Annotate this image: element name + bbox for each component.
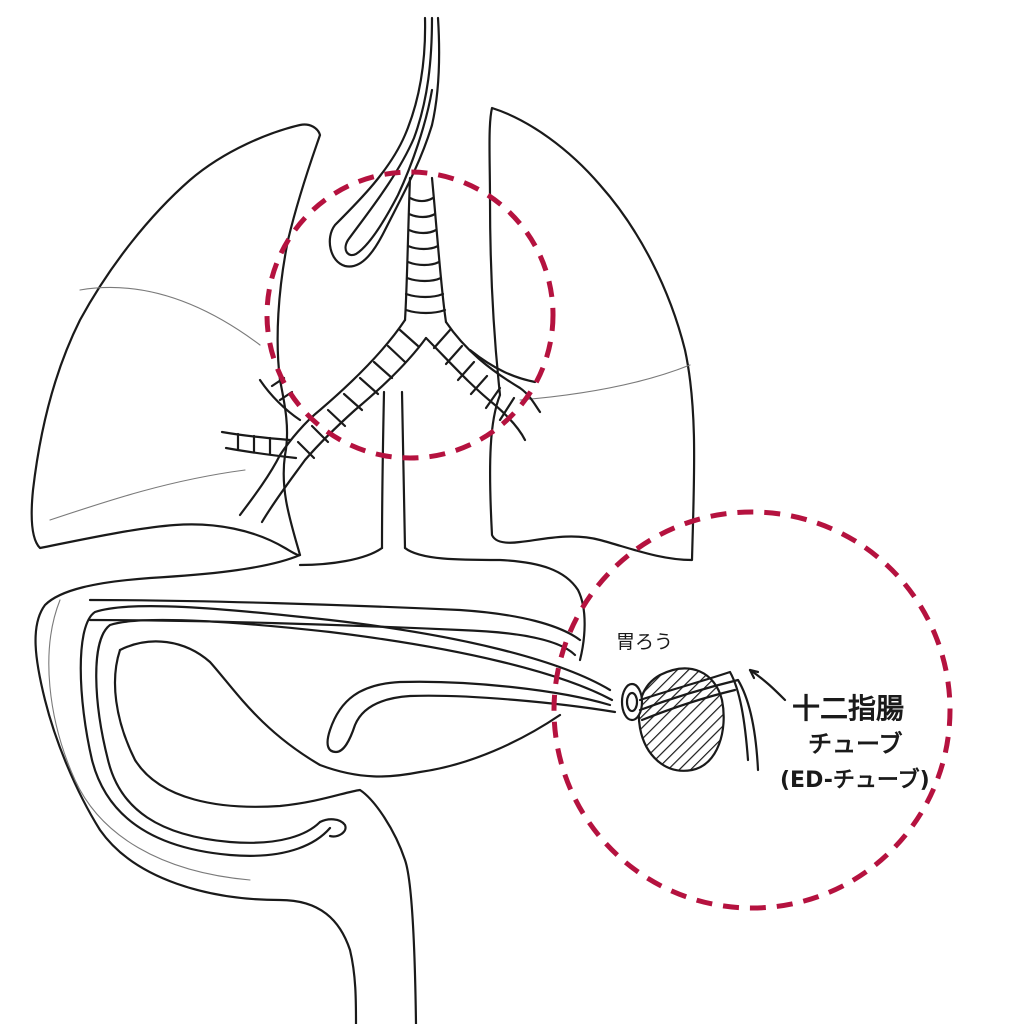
right-lung [30, 123, 322, 557]
left-lung [488, 106, 696, 562]
highlight-circle-gastrostomy [551, 509, 953, 911]
ed-tube-exit [638, 670, 760, 772]
trachea [403, 176, 448, 324]
esophageal-tube [328, 16, 441, 268]
label-arrow [748, 668, 787, 702]
trachea-rings [404, 196, 447, 315]
label-duodenal-tube-line1: 十二指腸 [792, 692, 904, 725]
label-gastrostomy: 胃ろう [616, 631, 673, 653]
highlight-circle-airway [264, 169, 556, 461]
bronchial-rings [236, 328, 516, 460]
gastric-tube-loop [79, 604, 617, 857]
bronchi [220, 318, 542, 524]
label-duodenal-tube-line3: (ED-チューブ) [780, 767, 930, 793]
gastrostomy-device [620, 667, 725, 772]
label-duodenal-tube-line2: チューブ [808, 730, 903, 758]
esophagus [380, 390, 407, 550]
